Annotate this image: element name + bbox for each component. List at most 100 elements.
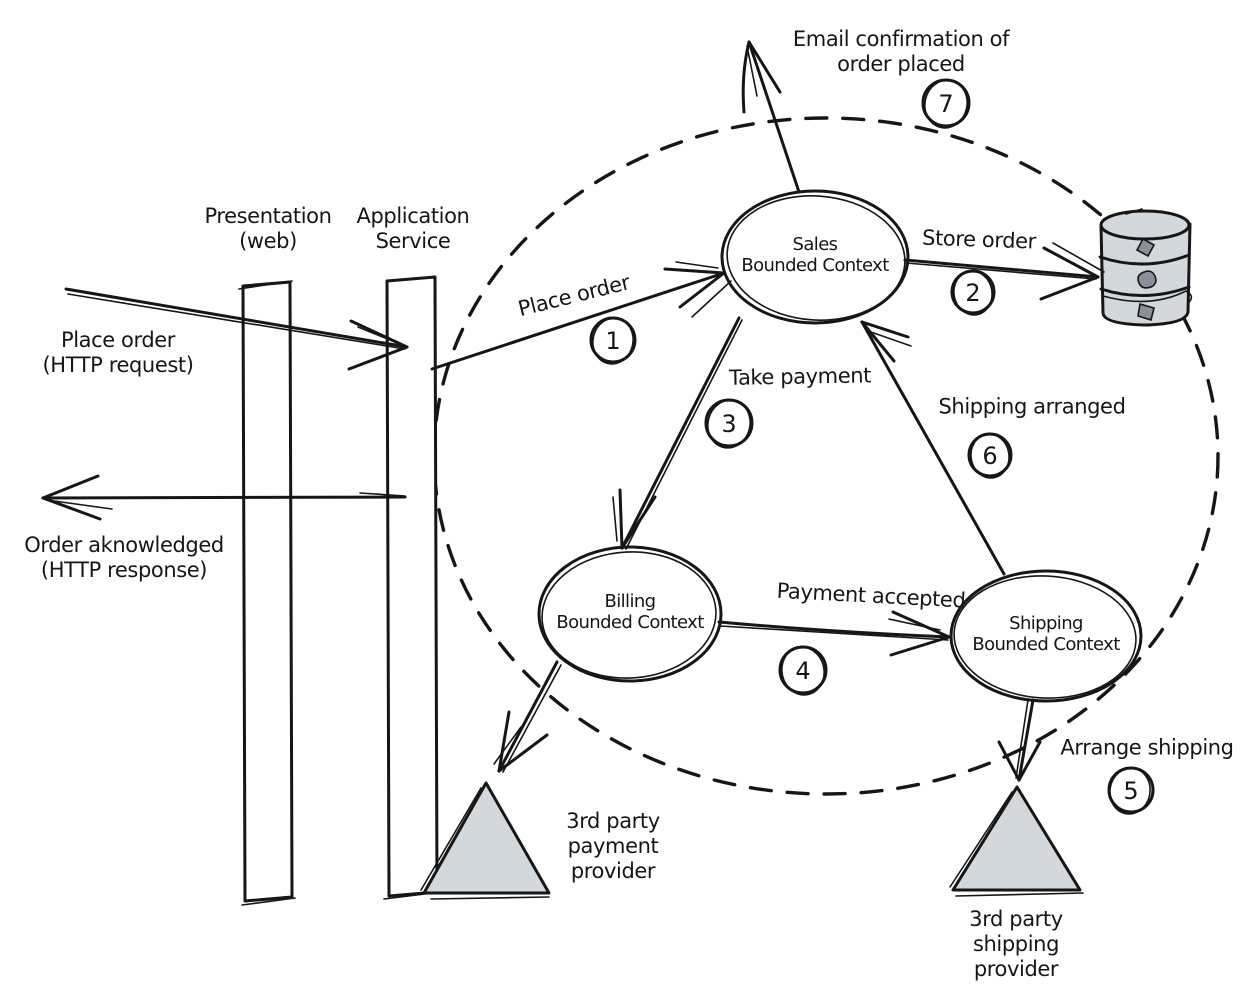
record-blob-3 [1137, 302, 1155, 322]
store-order-head-sketch [1052, 242, 1105, 273]
email-confirmation-arrow [741, 40, 801, 194]
application-service-lifeline-label: Application Service [357, 204, 470, 254]
email-shaft [747, 40, 801, 194]
arrange-shipping-shaft-sketch [1015, 699, 1029, 779]
response-head-sketch [46, 499, 113, 510]
shipping-arranged-head-lower [860, 320, 896, 363]
payment-accepted-shaft [717, 620, 951, 639]
store-order-arrow [903, 242, 1105, 301]
to-payment-head-upper [497, 710, 511, 773]
payment-accepted-shaft-sketch [719, 625, 949, 641]
sales-context-line1: Sales [792, 233, 839, 255]
place-order-head-upper [663, 267, 726, 275]
presentation-bar-sketch-top [238, 280, 293, 290]
application-bar-rect [385, 275, 439, 898]
step-circle-6 [967, 432, 1013, 479]
presentation-lifeline-label: Presentation (web) [204, 204, 331, 254]
email-head-sketch [746, 45, 758, 97]
step-number-2: 2 [965, 279, 981, 307]
billing-context-label: Billing Bounded Context [556, 590, 704, 633]
presentation-bar-rect [241, 280, 294, 903]
shipping-provider-line3: provider [973, 956, 1059, 981]
application-label-line2: Service [375, 229, 451, 253]
to-payment-head-right [497, 733, 549, 773]
cylinder-band-2 [1099, 285, 1191, 297]
step-number-4: 4 [795, 657, 811, 685]
shipping-arranged-head-sketch [867, 330, 912, 347]
shipping-context-line1: Shipping [1009, 612, 1083, 634]
shipping-triangle [951, 785, 1082, 892]
shipping-triangle-sketch-bottom [955, 892, 1084, 897]
shipping-context-label: Shipping Bounded Context [972, 612, 1120, 655]
request-head-sketch [357, 326, 401, 345]
sales-context-line2: Bounded Context [741, 255, 889, 276]
http-response-arrow [41, 474, 407, 521]
step-number-6: 6 [982, 442, 998, 470]
step-circle-7 [921, 78, 971, 129]
sales-context-label: Sales Bounded Context [741, 233, 889, 276]
shipping-triangle-sketch-left [949, 791, 1013, 888]
step-4-ring-sketch [781, 646, 825, 696]
step-number-7: 7 [938, 90, 954, 118]
payment-provider-label: 3rd party payment provider [566, 809, 660, 883]
payment-provider-line2: payment [567, 833, 659, 858]
http-response-line2: (HTTP response) [40, 558, 208, 582]
email-confirmation-line2: order placed [837, 52, 965, 76]
to-payment-head-sketch [493, 726, 522, 765]
payment-accepted-head-lower [889, 635, 951, 657]
shipping-arranged-shaft [860, 320, 1006, 576]
billing-to-payment-provider-arrow [493, 660, 562, 773]
arrange-shipping-flow-label: Arrange shipping [1060, 735, 1234, 760]
shipping-provider-line2: shipping [972, 931, 1060, 956]
step-7-ring-sketch [924, 79, 968, 129]
place-order-head-sketch1 [691, 280, 732, 318]
store-order-flow-label: Store order [921, 225, 1037, 254]
database-cylinder [1098, 208, 1193, 327]
step-number-5: 5 [1123, 777, 1139, 805]
place-order-shaft [430, 271, 726, 371]
step-5-ring-sketch [1109, 767, 1151, 815]
store-order-shaft [903, 258, 1100, 279]
application-label-line1: Application [356, 204, 470, 229]
shipping-ellipse [949, 569, 1143, 703]
http-request-line2: (HTTP request) [42, 353, 194, 377]
step-circle-1 [589, 316, 637, 365]
record-blob-2 [1137, 270, 1157, 289]
take-payment-arrow [612, 316, 743, 550]
payment-accepted-head-upper [891, 610, 951, 639]
payment-triangle [422, 781, 551, 895]
payment-provider-line1: 3rd party [566, 808, 660, 833]
step-circle-5 [1107, 766, 1155, 815]
cylinder-top [1099, 209, 1191, 241]
billing-context-line1: Billing [604, 590, 657, 612]
arrange-shipping-shaft [1017, 698, 1035, 782]
step-circle-4 [778, 645, 828, 696]
shipping-provider-triangle [949, 785, 1084, 897]
arrange-shipping-head-left [997, 740, 1021, 782]
sales-ellipse [720, 189, 910, 325]
step-1-ring-sketch [592, 317, 634, 365]
presentation-bar-sketch-bottom [241, 897, 296, 906]
shipping-context-ellipse [949, 569, 1143, 703]
billing-ellipse-sketch [541, 551, 717, 679]
lifeline-presentation-bar [238, 280, 296, 906]
response-shaft-sketch [359, 492, 406, 497]
shipping-triangle-sketch-right [1020, 792, 1078, 885]
sales-ellipse-sketch [726, 195, 906, 321]
cylinder-sketch-tick [1125, 208, 1143, 215]
billing-ellipse [537, 545, 723, 683]
step-circle-3 [704, 398, 754, 449]
shipping-arranged-head-right [860, 320, 910, 339]
request-shaft-sketch [67, 293, 406, 350]
shipping-provider-label: 3rd party shipping provider [969, 907, 1063, 981]
request-shaft [64, 287, 409, 349]
record-blob-1 [1135, 237, 1156, 258]
place-order-arrow [430, 261, 732, 371]
store-order-shaft-sketch [905, 262, 1097, 280]
billing-context-line2: Bounded Context [556, 612, 704, 633]
http-response-label: Order aknowledged (HTTP response) [24, 533, 224, 583]
shipping-provider-line1: 3rd party [969, 906, 1063, 931]
shipping-ellipse-sketch [953, 575, 1137, 699]
email-confirmation-line1: Email confirmation of [792, 27, 1010, 52]
